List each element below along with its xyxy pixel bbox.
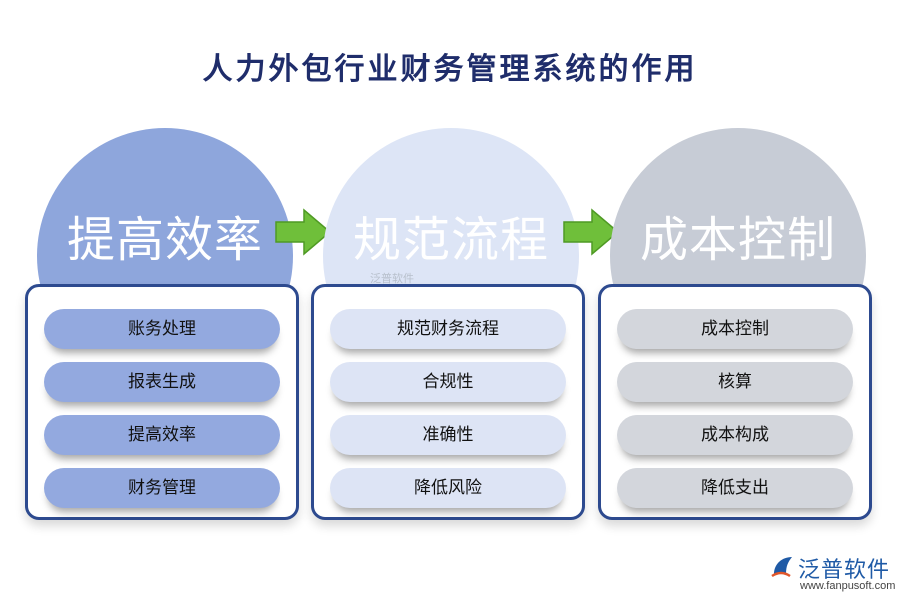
list-item: 报表生成 (44, 362, 280, 402)
page-title: 人力外包行业财务管理系统的作用 (202, 52, 698, 87)
list-item: 提高效率 (44, 415, 280, 455)
panel-cost: 成本控制 核算 成本构成 降低支出 (598, 284, 872, 520)
panel-efficiency: 账务处理 报表生成 提高效率 财务管理 (25, 284, 299, 520)
column-efficiency: 提高效率 账务处理 报表生成 提高效率 财务管理 (25, 0, 305, 600)
list-item: 成本构成 (617, 415, 853, 455)
circle-heading-efficiency: 提高效率 (66, 212, 263, 268)
right-arrow-icon (275, 208, 332, 256)
list-item: 财务管理 (44, 468, 280, 508)
panel-process: 规范财务流程 合规性 准确性 降低风险 (311, 284, 585, 520)
list-item: 准确性 (330, 415, 566, 455)
list-item: 降低支出 (617, 468, 853, 508)
fanpu-logo-icon (771, 557, 792, 578)
logo-name: 泛普软件 (798, 558, 891, 583)
circle-heading-process: 规范流程 (352, 212, 549, 268)
list-item: 规范财务流程 (330, 309, 566, 349)
right-arrow-icon (563, 208, 620, 256)
brand-logo: 泛普软件 www.fanpusoft.com (770, 552, 896, 596)
circle-heading-cost: 成本控制 (639, 212, 836, 268)
watermark: 泛普软件 (370, 272, 414, 285)
list-item: 降低风险 (330, 468, 566, 508)
list-item: 核算 (617, 362, 853, 402)
column-process: 规范流程 规范财务流程 合规性 准确性 降低风险 (311, 0, 591, 600)
logo-url: www.fanpusoft.com (800, 580, 896, 592)
list-item: 账务处理 (44, 309, 280, 349)
list-item: 合规性 (330, 362, 566, 402)
column-cost: 成本控制 成本控制 核算 成本构成 降低支出 (598, 0, 878, 600)
list-item: 成本控制 (617, 309, 853, 349)
